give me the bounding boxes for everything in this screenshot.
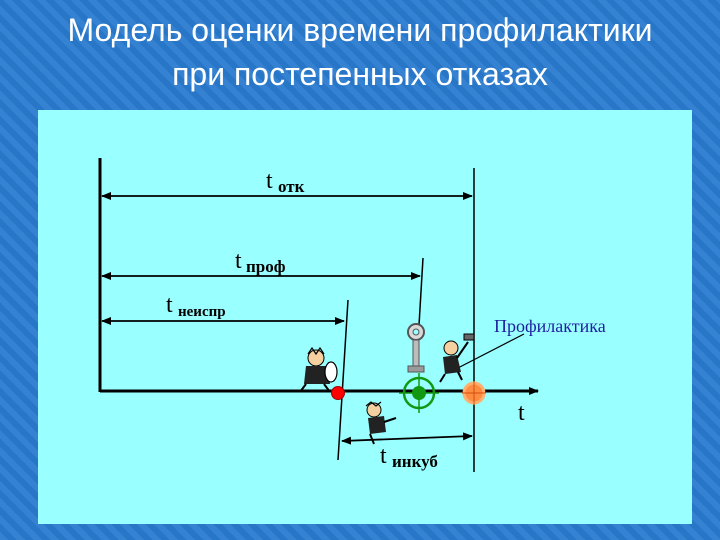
- svg-text:проф: проф: [246, 257, 286, 276]
- svg-text:t: t: [235, 248, 242, 274]
- slide-title: Модель оценки времени профилактики при п…: [0, 8, 720, 96]
- svg-text:отк: отк: [278, 177, 305, 196]
- figure-failure-icon: [299, 346, 338, 393]
- t-otk-label: t отк: [266, 168, 305, 196]
- t-inkub-arrow: [341, 432, 473, 445]
- x-axis-label: t: [518, 400, 525, 426]
- t-inkub-label: t инкуб: [380, 443, 438, 471]
- svg-text:t: t: [380, 443, 387, 469]
- figure-incubation-icon: [365, 401, 397, 445]
- wrench-icon: [407, 323, 425, 373]
- svg-text:неиспр: неиспр: [178, 304, 226, 320]
- profilaktika-label: Профилактика: [494, 316, 606, 336]
- t-neispr-label: t неиспр: [166, 292, 226, 320]
- t-prof-label: t проф: [235, 248, 286, 276]
- failure-moment-marker: [462, 381, 486, 405]
- profilaktika-pointer-line: [453, 333, 525, 371]
- diagram-panel: t t отк t проф t неиспр t инкуб Профилак…: [38, 110, 692, 524]
- figure-repair-icon: [439, 333, 475, 383]
- t-neispr-boundary-line: [337, 299, 349, 461]
- slide-title-line-1: Модель оценки времени профилактики: [67, 12, 653, 48]
- slide-title-line-2: при постепенных отказах: [172, 56, 548, 92]
- timeline-diagram: t t отк t проф t неиспр t инкуб Профилак…: [98, 158, 606, 472]
- svg-text:инкуб: инкуб: [392, 452, 438, 471]
- svg-text:t: t: [166, 292, 173, 318]
- prophylaxis-target-marker: [399, 373, 439, 413]
- failure-point-marker: [331, 386, 345, 400]
- svg-text:t: t: [266, 168, 273, 194]
